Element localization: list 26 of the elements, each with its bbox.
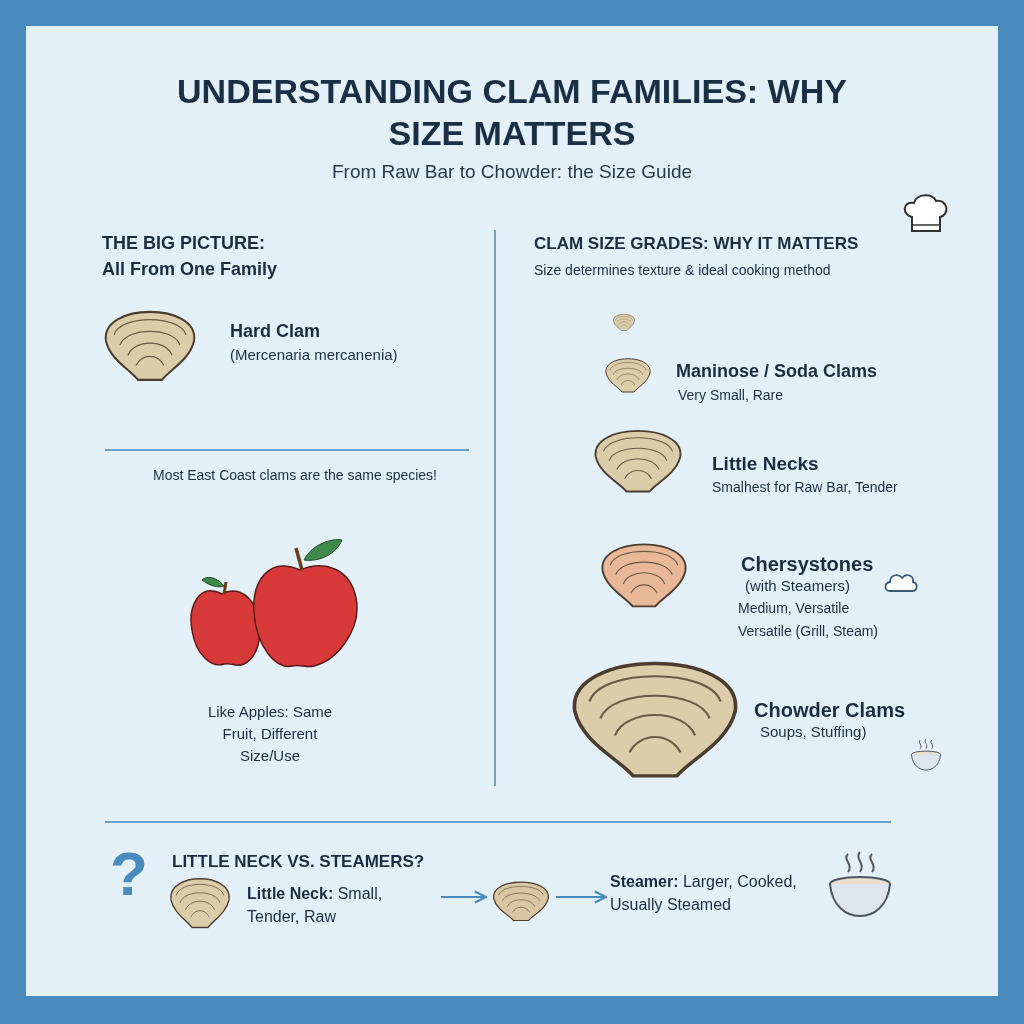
grade-description: Medium, Versatile (738, 599, 851, 618)
note-text: Most East Coast clams are the same species! (152, 466, 438, 485)
section-subheading: All From One Family (102, 258, 279, 281)
grade-note: (with Steamers) (745, 576, 852, 596)
title: UNDERSTANDING CLAM FAMILIES: WHY SIZE MATTERS (176, 71, 848, 154)
grade-description: Smalhest for Raw Bar, Tender (712, 478, 899, 497)
grade-name: Little Necks (712, 452, 820, 476)
subtitle: From Raw Bar to Chowder: the Size Guide (330, 160, 694, 184)
arrow (440, 890, 488, 904)
grade-name: Chersystones (741, 552, 875, 577)
section-heading: CLAM SIZE GRADES: WHY IT MATTERS (534, 233, 860, 255)
scientific-name: (Mercenaria mercanenia) (230, 345, 399, 365)
comparison-text: Little Neck: Small, Tender, Raw (247, 882, 437, 928)
grade-description: Very Small, Rare (678, 386, 785, 405)
clam-name: Hard Clam (230, 320, 322, 343)
comparison-text: Steamer: Larger, Cooked, Usually Steamed (610, 870, 825, 916)
section-heading: LITTLE NECK VS. STEAMERS? (172, 851, 426, 873)
section-subheading: Size determines texture & ideal cooking method (534, 261, 832, 280)
grade-description: Versatile (Grill, Steam) (738, 622, 880, 641)
arrow (555, 890, 608, 904)
grade-name: Maninose / Soda Clams (676, 360, 879, 383)
comparison-caption: Like Apples: Same Fruit, Different Size/Use (206, 702, 334, 766)
grade-description: Soups, Stuffing) (760, 722, 868, 742)
section-heading: THE BIG PICTURE: (102, 232, 266, 255)
grade-name: Chowder Clams (754, 698, 907, 723)
question-mark: ? (110, 838, 149, 910)
